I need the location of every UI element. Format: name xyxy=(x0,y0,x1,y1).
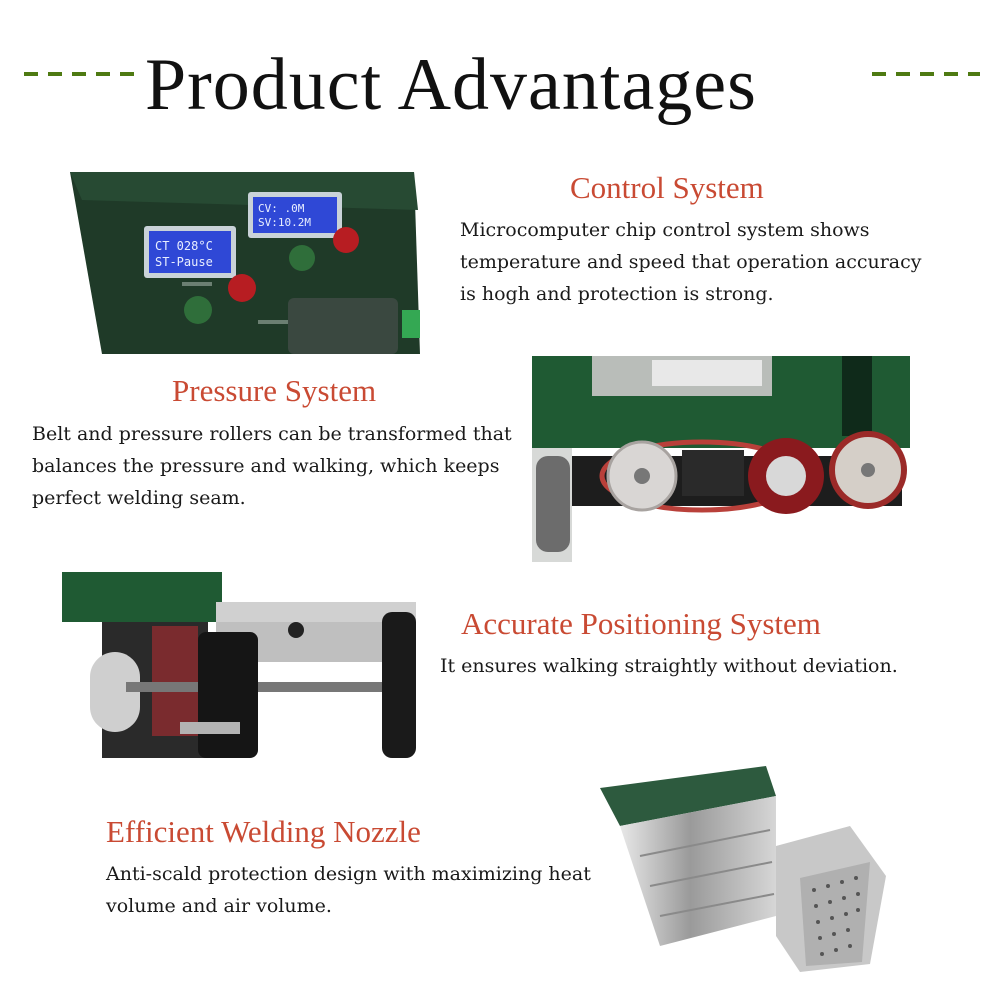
section-heading-control-system: Control System xyxy=(570,170,764,205)
lcd-right-line1: CV: .0M xyxy=(258,202,305,215)
section-body-control-system: Microcomputer chip control system shows … xyxy=(460,219,922,305)
welding-nozzle-photo xyxy=(600,766,890,978)
lcd-left-line1: CT 028°C xyxy=(155,239,213,253)
section-heading-pressure-system: Pressure System xyxy=(172,373,377,408)
title-dash-left xyxy=(24,72,142,76)
positioning-guide-photo xyxy=(62,572,416,758)
section-heading-accurate-positioning: Accurate Positioning System xyxy=(461,606,821,641)
page-header: Product Advantages xyxy=(0,22,1001,122)
lcd-left-line2: ST-Pause xyxy=(155,255,213,269)
section-body-pressure-system: Belt and pressure rollers can be transfo… xyxy=(32,423,512,509)
page-title: Product Advantages xyxy=(145,44,757,126)
section-heading-welding-nozzle: Efficient Welding Nozzle xyxy=(106,814,421,849)
title-dash-right xyxy=(872,72,980,76)
lcd-right-line2: SV:10.2M xyxy=(258,216,311,229)
control-panel-photo: CT 028°C ST-Pause CV: .0M SV:10.2M xyxy=(62,170,422,356)
section-body-welding-nozzle: Anti-scald protection design with maximi… xyxy=(106,863,591,917)
pressure-rollers-photo xyxy=(532,356,910,562)
section-body-accurate-positioning: It ensures walking straightly without de… xyxy=(440,655,898,677)
